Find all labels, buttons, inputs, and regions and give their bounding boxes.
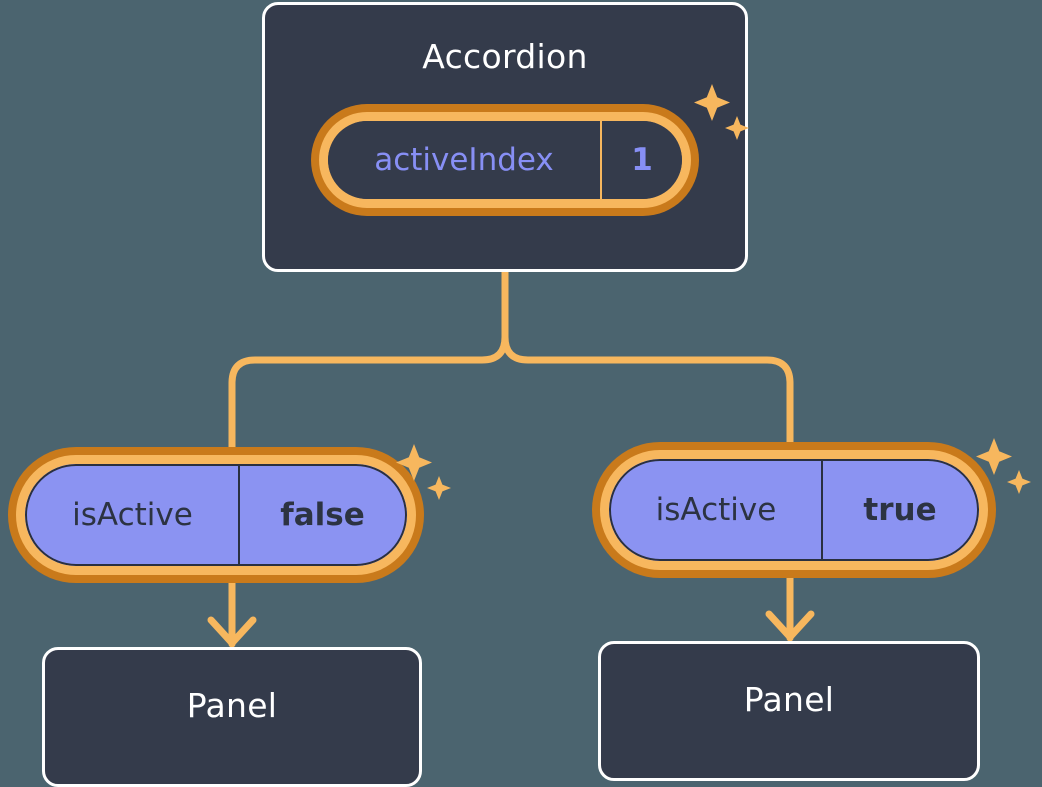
prop-pill-isactive-false-key: isActive: [72, 497, 193, 533]
prop-pill-isactive-true-inner: isActive true: [609, 459, 979, 561]
panel-right-title: Panel: [743, 680, 835, 719]
arrowhead-right: [765, 610, 815, 641]
state-pill-activeindex-inner: activeIndex 1: [328, 121, 682, 199]
diagram-canvas: Accordion activeIndex 1 isActive false P…: [16, 2, 1031, 787]
panel-right-box[interactable]: Panel: [598, 641, 980, 781]
connector-root-to-right: [501, 268, 794, 456]
prop-pill-isactive-true-key: isActive: [655, 492, 777, 528]
panel-left-box[interactable]: Panel: [42, 647, 422, 787]
connector-root-to-left: [228, 268, 509, 456]
state-pill-activeindex-value: 1: [600, 121, 682, 199]
prop-pill-isactive-false[interactable]: isActive false: [16, 455, 416, 575]
state-pill-activeindex[interactable]: activeIndex 1: [319, 112, 691, 208]
sparkle-small-icon: [427, 476, 451, 500]
prop-pill-isactive-false-inner: isActive false: [25, 464, 407, 566]
sparkle-small-icon: [1007, 470, 1031, 494]
state-pill-activeindex-key: activeIndex: [374, 142, 554, 178]
panel-left-title: Panel: [186, 686, 278, 725]
prop-pill-isactive-false-value: false: [238, 466, 405, 564]
prop-pill-isactive-true-value: true: [821, 461, 977, 559]
arrowhead-left: [207, 616, 257, 647]
accordion-title: Accordion: [422, 37, 588, 76]
prop-pill-isactive-true[interactable]: isActive true: [600, 450, 988, 570]
sparkle-large-icon: [976, 438, 1012, 475]
